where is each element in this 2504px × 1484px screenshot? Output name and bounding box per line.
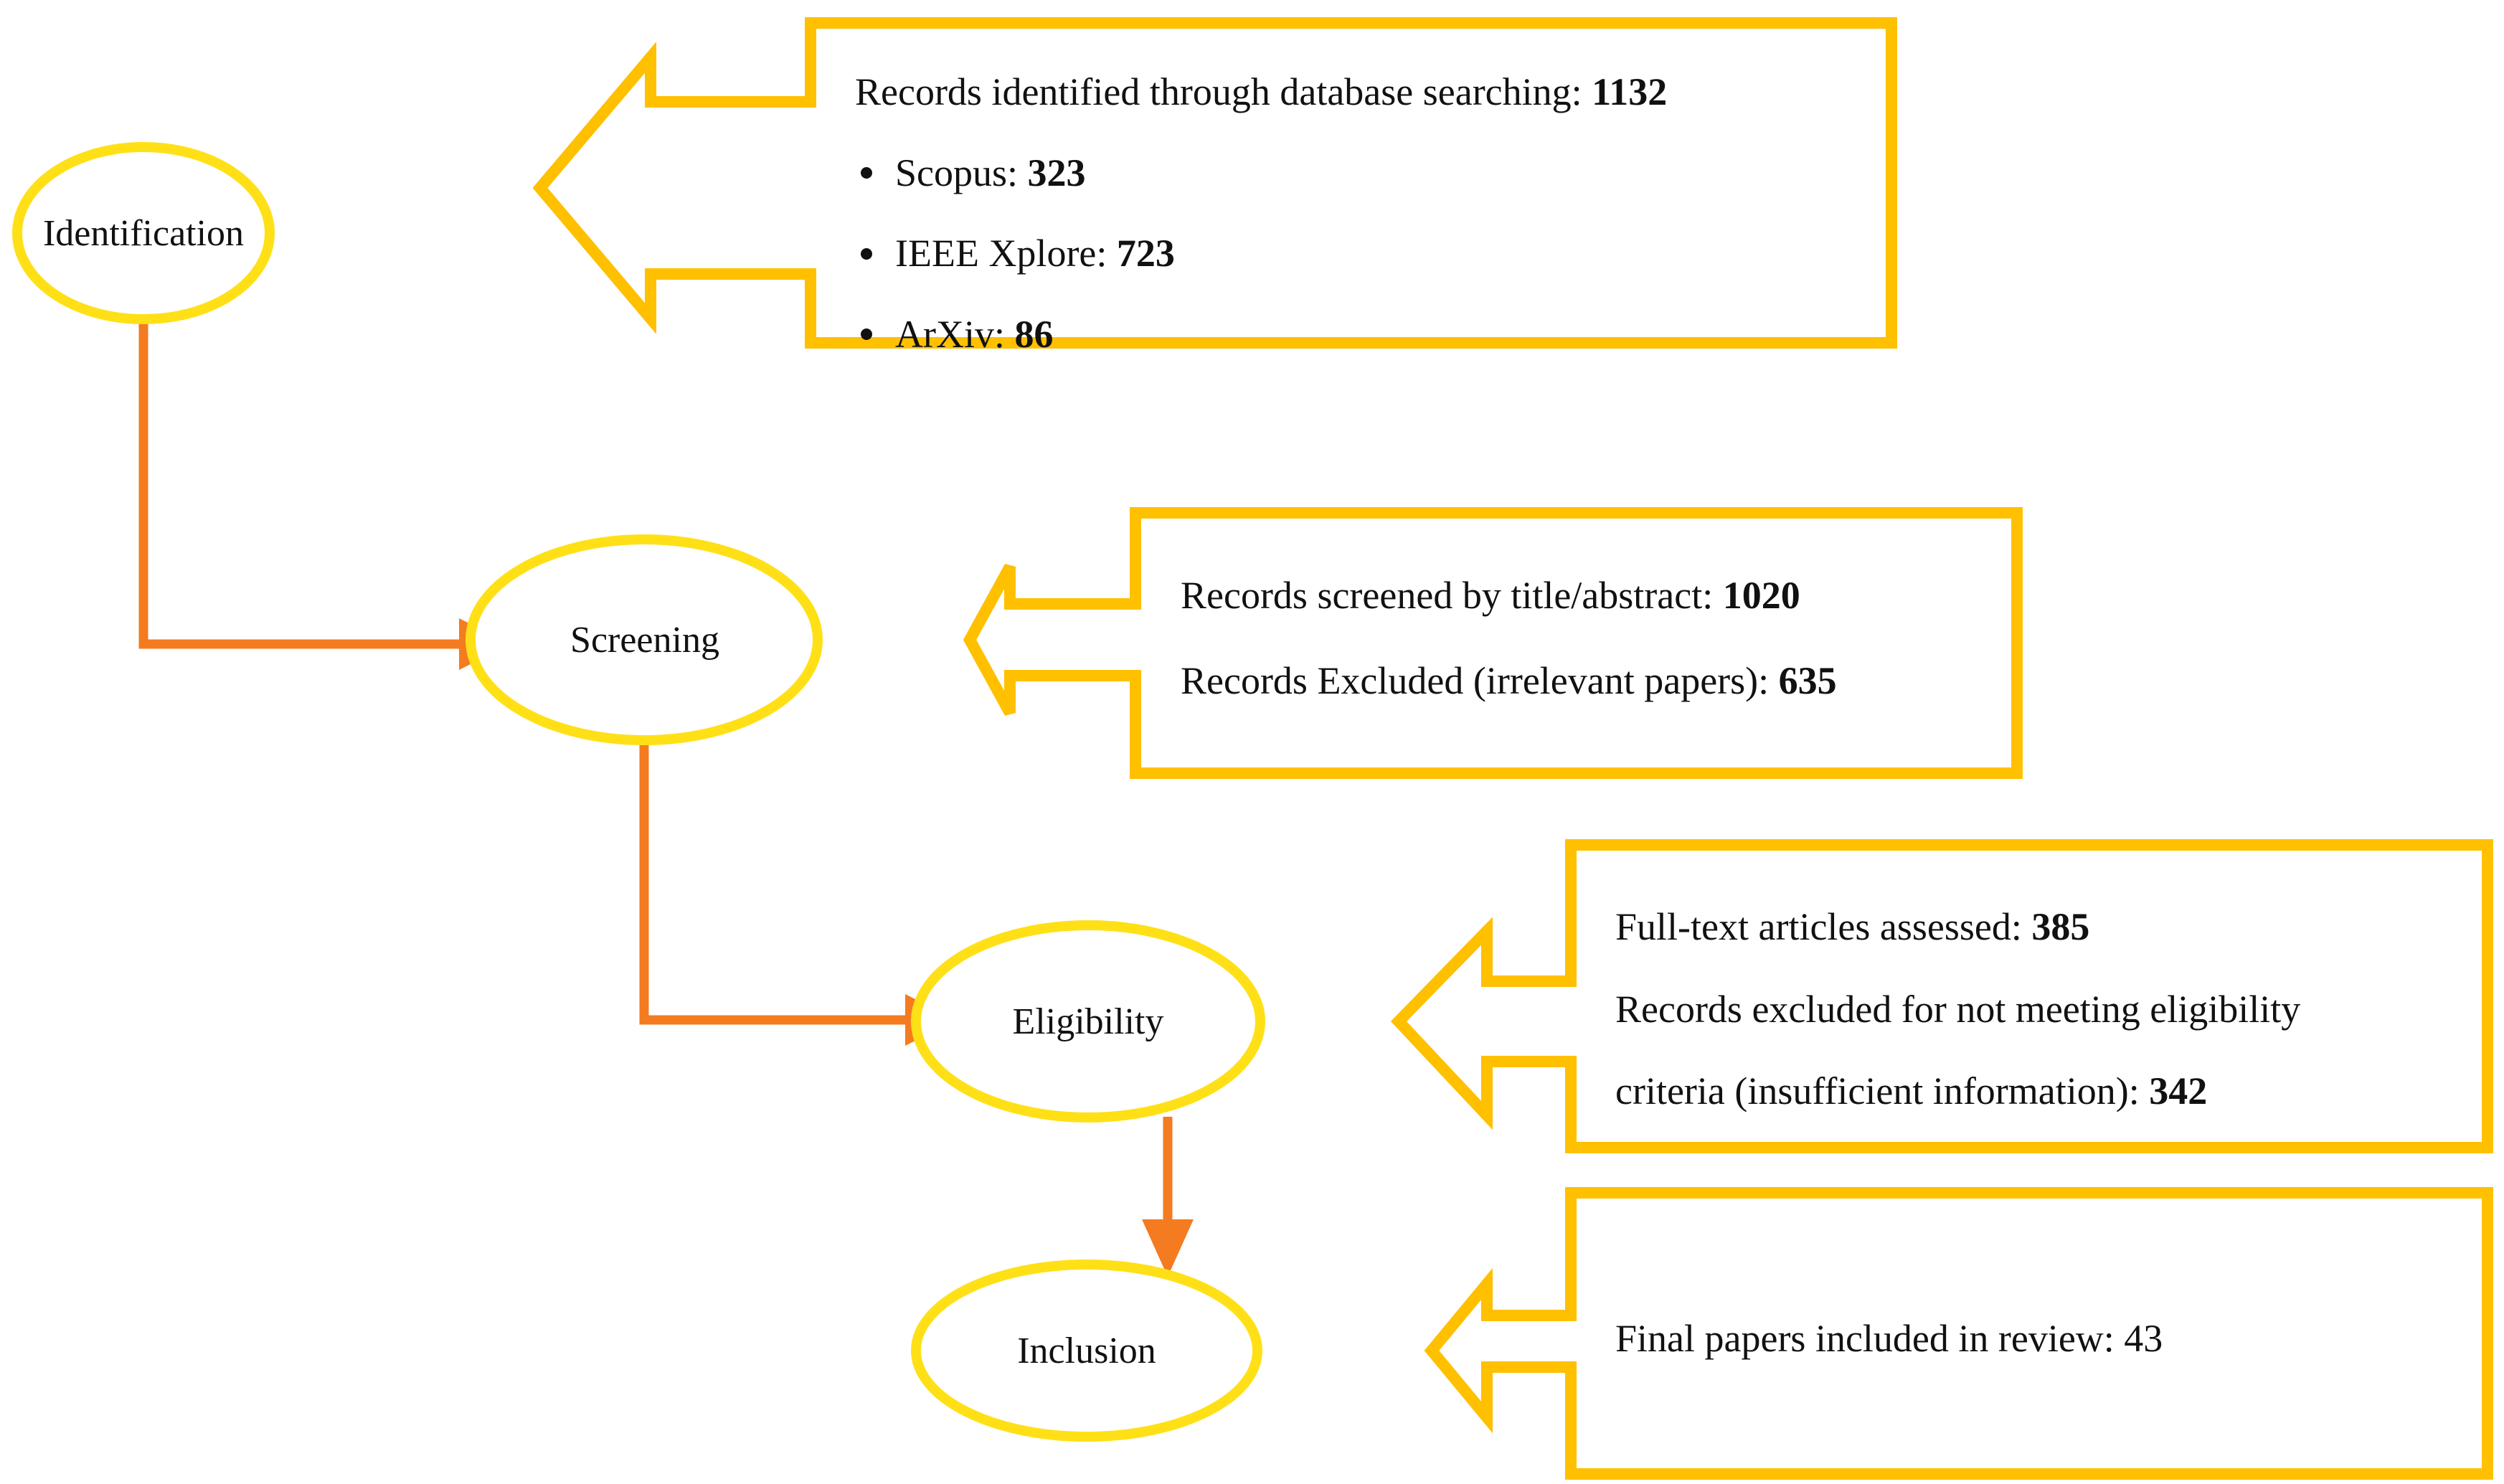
- callout-line-label: Final papers included in review: 43: [1615, 1317, 2163, 1360]
- list-item: Scopus: 323: [855, 151, 1859, 194]
- callout-line-value: 1020: [1722, 574, 1800, 617]
- callout-line-label: Records screened by title/abstract:: [1181, 574, 1723, 617]
- connector-identification-to-screening: [138, 319, 511, 670]
- list-item: ArXiv: 86: [855, 314, 1859, 355]
- bullet-dot-icon: [861, 329, 872, 341]
- bullet-label: Scopus:: [895, 151, 1028, 194]
- callout-shape-identification: [532, 17, 1897, 349]
- callout-shape-inclusion: [1424, 1187, 2493, 1480]
- connector-screening-to-eligibility: [639, 740, 957, 1046]
- callout-line-label: Full-text articles assessed:: [1615, 905, 2032, 948]
- callout-shape-eligibility: [1390, 839, 2493, 1153]
- stage-ellipse-identification: [12, 142, 275, 324]
- callout-line: Final papers included in review: 43: [1615, 1318, 2469, 1359]
- callout-line: Full-text articles assessed: 385: [1615, 907, 2469, 947]
- callout-line: Records excluded for not meeting eligibi…: [1615, 987, 2469, 1031]
- callout-heading-value: 1132: [1592, 70, 1668, 113]
- callout-text-screening: Records screened by title/abstract: 1020…: [1181, 575, 1984, 701]
- bullet-dot-icon: [861, 167, 872, 179]
- callout-line: Records screened by title/abstract: 1020: [1181, 575, 1984, 616]
- callout-bullet-list-identification: Scopus: 323 IEEE Xplore: 723 ArXiv: 86: [855, 151, 1859, 355]
- bullet-dot-icon: [861, 247, 872, 260]
- callout-heading-label: Records identified through database sear…: [855, 70, 1592, 113]
- stage-ellipse-inclusion: [911, 1259, 1262, 1442]
- callout-text-inclusion: Final papers included in review: 43: [1615, 1318, 2469, 1359]
- callout-heading-identification: Records identified through database sear…: [855, 72, 1859, 113]
- callout-line-label: criteria (insufficient information):: [1615, 1069, 2150, 1113]
- callout-text-eligibility: Full-text articles assessed: 385 Records…: [1615, 907, 2469, 1112]
- bullet-label: ArXiv:: [895, 313, 1015, 356]
- bullet-value: 86: [1014, 313, 1054, 356]
- callout-line: criteria (insufficient information): 342: [1615, 1071, 2469, 1112]
- callout-line-value: 635: [1778, 658, 1837, 702]
- callout-line-label: Records excluded for not meeting eligibi…: [1615, 987, 2301, 1031]
- callout-line-value: 385: [2031, 905, 2090, 948]
- callout-line-label: Records Excluded (irrelevant papers):: [1181, 658, 1779, 702]
- stage-ellipse-eligibility: [911, 920, 1265, 1123]
- bullet-value: 723: [1116, 232, 1175, 275]
- list-item: IEEE Xplore: 723: [855, 233, 1859, 274]
- bullet-value: 323: [1027, 151, 1086, 194]
- callout-shape-screening: [963, 507, 2023, 779]
- callout-line: Records Excluded (irrelevant papers): 63…: [1181, 658, 1984, 702]
- connector-eligibility-to-inclusion: [1142, 1117, 1194, 1277]
- callout-text-identification: Records identified through database sear…: [855, 72, 1859, 355]
- callout-line-value: 342: [2149, 1069, 2208, 1113]
- bullet-label: IEEE Xplore:: [895, 232, 1117, 275]
- stage-ellipse-screening: [466, 534, 823, 745]
